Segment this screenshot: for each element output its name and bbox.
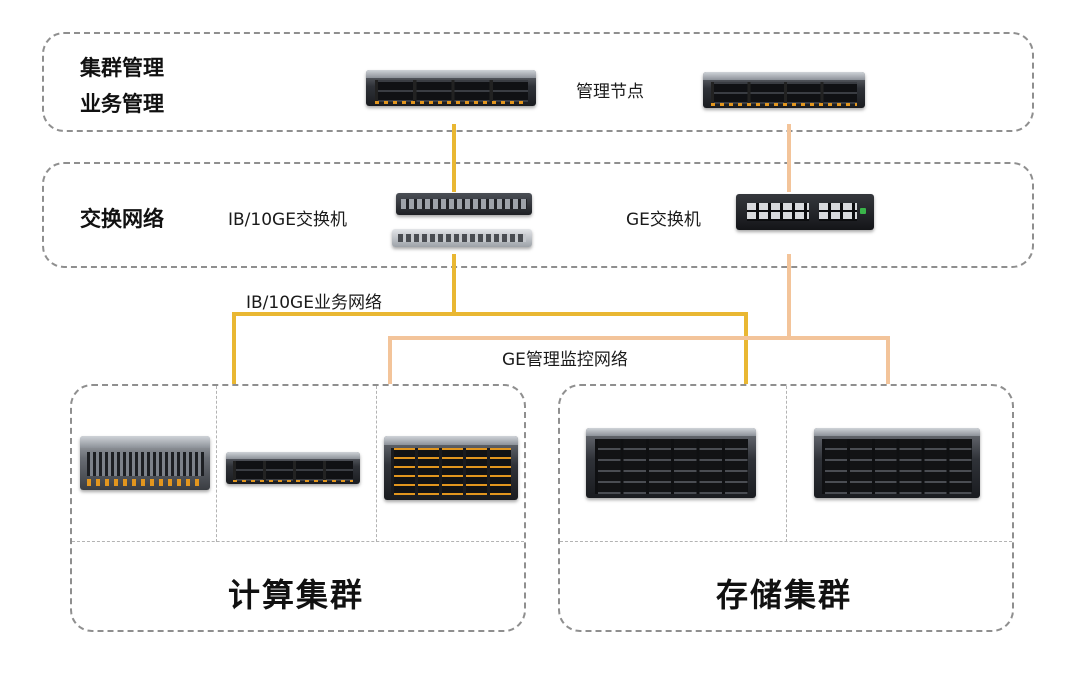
business-network-trunk	[452, 254, 456, 314]
storage-divider	[786, 386, 787, 542]
ge-switch-label: GE交换机	[626, 210, 701, 230]
compute-divider-2	[376, 386, 377, 542]
management-title-line1: 集群管理	[80, 56, 164, 80]
monitor-network-drop-left	[388, 336, 392, 384]
switching-tier-box	[42, 162, 1034, 268]
storage-cluster-box	[558, 384, 1014, 632]
management-title-line2: 业务管理	[80, 92, 164, 116]
compute-rack-server	[226, 452, 360, 484]
management-node-label: 管理节点	[576, 82, 644, 102]
compute-divider-1	[216, 386, 217, 542]
compute-row-divider	[72, 541, 524, 542]
compute-gpu-server	[80, 436, 210, 490]
storage-jbod-right	[814, 428, 980, 498]
ib-switch-label: IB/10GE交换机	[228, 210, 347, 230]
mgmt-to-ib-switch-line	[452, 124, 456, 192]
monitor-network-drop-right	[886, 336, 890, 384]
business-network-drop-left	[232, 312, 236, 384]
monitor-network-label: GE管理监控网络	[502, 350, 628, 370]
management-node-server-left	[366, 70, 536, 106]
storage-row-divider	[560, 541, 1012, 542]
monitor-network-trunk	[787, 254, 791, 338]
business-network-bus	[232, 312, 748, 316]
management-tier-box	[42, 32, 1034, 132]
mgmt-to-ge-switch-line	[787, 124, 791, 192]
compute-cluster-title: 计算集群	[228, 576, 365, 614]
business-network-drop-right	[744, 312, 748, 384]
monitor-network-bus	[388, 336, 890, 340]
ib-switch-lower	[392, 229, 532, 247]
compute-cluster-box	[70, 384, 526, 632]
business-network-label: IB/10GE业务网络	[246, 293, 382, 313]
management-node-server-right	[703, 72, 865, 108]
switching-title: 交换网络	[80, 207, 164, 231]
compute-storage-server	[384, 436, 518, 500]
ge-switch	[736, 194, 874, 230]
storage-jbod-left	[586, 428, 756, 498]
storage-cluster-title: 存储集群	[716, 576, 853, 614]
ib-switch-upper	[396, 193, 532, 215]
